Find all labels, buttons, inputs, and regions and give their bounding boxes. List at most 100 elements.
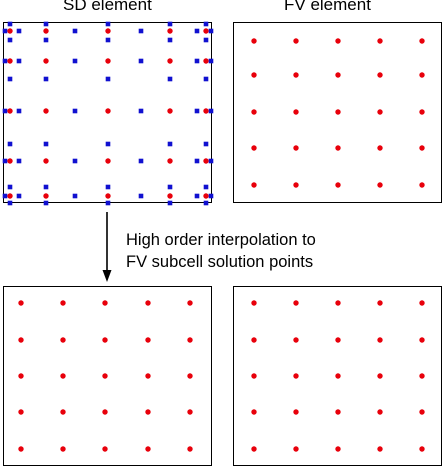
fv-solution-point [293,38,299,44]
sd-flux-point [138,28,144,34]
fv-bottom-solution-point [335,446,341,452]
caption-line-1: High order interpolation to [126,231,316,249]
sd-flux-point [7,141,13,147]
sd-flux-point [16,158,22,164]
fv-solution-point [419,109,425,115]
fv-element-box [233,22,442,203]
fv-solution-point [251,38,257,44]
sd-flux-point [43,21,49,27]
interp-solution-point [187,446,193,452]
sd-solution-point [43,58,49,64]
sd-flux-point [138,58,144,64]
interp-solution-point [102,409,108,415]
fv-bottom-solution-point [377,337,383,343]
fv-bottom-solution-point [251,300,257,306]
fv-solution-point [377,109,383,115]
fv-solution-point [335,72,341,78]
fv-bottom-solution-point [293,337,299,343]
sd-flux-point [7,200,13,206]
sd-solution-point [167,158,173,164]
sd-flux-point [7,76,13,82]
interpolation-arrow [102,212,112,282]
fv-bottom-solution-point [419,300,425,306]
sd-flux-point [194,193,200,199]
interp-solution-point [187,300,193,306]
sd-flux-point [2,58,8,64]
fv-bottom-solution-point [419,446,425,452]
sd-element-box [2,21,214,206]
fv-bottom-solution-point [293,409,299,415]
sd-flux-point [43,141,49,147]
sd-flux-point [167,200,173,206]
sd-flux-point [208,193,214,199]
sd-flux-point [203,76,209,82]
sd-solution-point [203,108,209,114]
sd-flux-point [43,37,49,43]
sd-element-points [2,21,214,206]
fv-bottom-solution-point [419,409,425,415]
interp-solution-point [60,373,66,379]
sd-solution-point [167,108,173,114]
fv-solution-point [335,182,341,188]
sd-solution-point [43,28,49,34]
sd-solution-point [203,28,209,34]
sd-solution-point [105,58,111,64]
sd-flux-point [203,21,209,27]
sd-flux-point [167,184,173,190]
sd-flux-point [194,108,200,114]
fv-bottom-solution-point [251,337,257,343]
sd-solution-point [43,193,49,199]
sd-solution-point [7,28,13,34]
interp-solution-point [18,409,24,415]
sd-flux-point [16,58,22,64]
fv-solution-point [377,38,383,44]
fv-element-points [251,38,425,188]
sd-flux-point [208,58,214,64]
fv-bottom-solution-point [293,446,299,452]
interpolated-sd-points [18,300,193,452]
sd-flux-point [105,141,111,147]
sd-solution-point [105,193,111,199]
sd-solution-point [7,58,13,64]
fv-bottom-solution-point [293,373,299,379]
fv-element-bottom-points [251,300,425,452]
sd-solution-point [203,193,209,199]
fv-element-box-bottom [233,286,442,466]
sd-flux-point [194,28,200,34]
fv-element-title: FV element [284,0,371,14]
fv-bottom-solution-point [419,373,425,379]
interp-solution-point [187,337,193,343]
interp-solution-point [18,446,24,452]
sd-flux-point [167,37,173,43]
interp-solution-point [102,337,108,343]
sd-flux-point [203,200,209,206]
interp-solution-point [18,337,24,343]
sd-flux-point [2,28,8,34]
fv-solution-point [293,182,299,188]
sd-flux-point [194,158,200,164]
caption-line-2: FV subcell solution points [126,253,314,271]
sd-solution-point [7,193,13,199]
fv-bottom-solution-point [335,373,341,379]
sd-flux-point [203,184,209,190]
fv-bottom-solution-point [377,446,383,452]
sd-flux-point [203,37,209,43]
sd-flux-point [138,108,144,114]
fv-bottom-solution-point [335,337,341,343]
fv-bottom-solution-point [251,409,257,415]
sd-flux-point [2,158,8,164]
interp-solution-point [60,300,66,306]
interp-solution-point [145,300,151,306]
interpolation-caption: High order interpolation to FV subcell s… [126,229,316,273]
sd-flux-point [105,76,111,82]
sd-flux-point [72,108,78,114]
interp-solution-point [18,300,24,306]
sd-flux-point [2,193,8,199]
fv-solution-point [419,38,425,44]
sd-solution-point [105,108,111,114]
interp-solution-point [102,300,108,306]
sd-solution-point [43,108,49,114]
interp-solution-point [102,373,108,379]
interp-solution-point [60,337,66,343]
sd-solution-point [105,158,111,164]
